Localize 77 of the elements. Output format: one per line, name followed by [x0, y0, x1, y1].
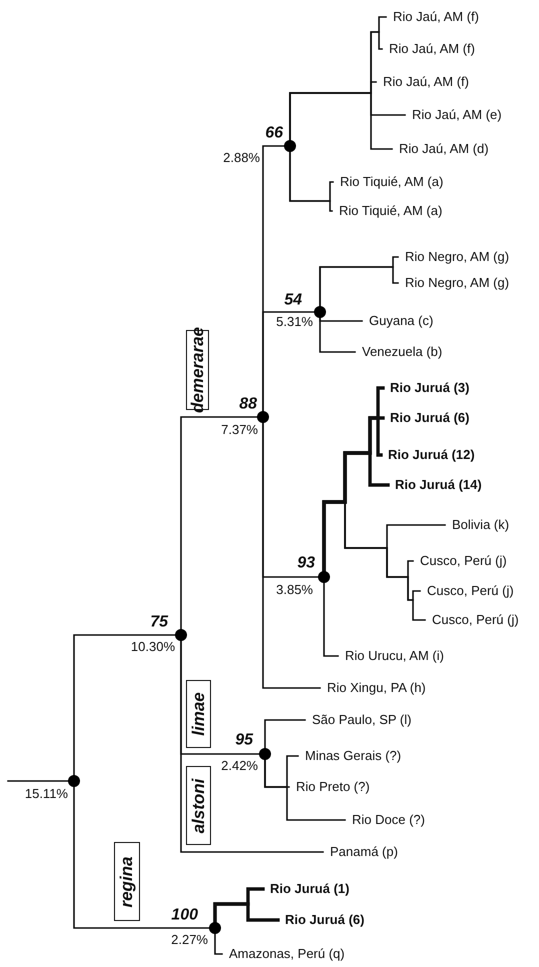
taxon-label: Rio Doce (?)	[345, 812, 425, 828]
clade-label: regina	[118, 856, 136, 908]
taxon-label: Rio Negro, AM (g)	[398, 275, 510, 291]
clade-label: limae	[190, 692, 208, 736]
taxon-label: Rio Juruá (3)	[383, 380, 470, 396]
label-box	[186, 680, 211, 748]
support-value: 88	[239, 396, 257, 412]
taxon-label: Rio Juruá (12)	[381, 447, 475, 463]
tree-branch	[264, 719, 306, 749]
taxon-label: Cusco, Perú (j)	[425, 612, 519, 628]
label-box	[186, 766, 211, 845]
taxon-label: Rio Xingu, PA (h)	[320, 680, 426, 696]
tree-branch	[73, 786, 210, 929]
tree-branch	[213, 902, 280, 924]
taxon-label: Cusco, Perú (j)	[413, 553, 507, 569]
node-dot	[284, 140, 296, 152]
support-value: 95	[235, 732, 253, 748]
node-dot	[175, 629, 187, 641]
tree-branch	[319, 317, 363, 322]
node-dot	[68, 775, 80, 787]
tree-branch	[264, 759, 346, 821]
tree-branch	[180, 416, 258, 630]
taxon-label: Rio Jaú, AM (e)	[405, 107, 502, 123]
tree-branch	[7, 780, 69, 782]
distance-label: 2.42%	[221, 759, 258, 773]
node-dot	[259, 748, 271, 760]
taxon-label: Venezuela (b)	[355, 344, 442, 360]
distance-label: 3.85%	[276, 583, 313, 597]
taxon-label: Rio Jaú, AM (f)	[376, 74, 469, 90]
tree-branch	[262, 311, 315, 412]
distance-label: 7.37%	[221, 423, 258, 437]
taxon-label: Panamá (p)	[323, 844, 398, 860]
tree-branch	[319, 266, 399, 307]
clade-label: alstoni	[190, 778, 208, 833]
taxon-label: Amazonas, Perú (q)	[222, 946, 345, 962]
node-dot	[209, 922, 221, 934]
tree-branch	[214, 933, 223, 955]
taxon-label: Rio Juruá (1)	[263, 881, 350, 897]
taxon-label: Rio Jaú, AM (f)	[386, 9, 479, 25]
distance-label: 2.88%	[223, 151, 260, 165]
taxon-label: Rio Urucu, AM (i)	[338, 648, 444, 664]
support-value: 75	[150, 614, 168, 630]
taxon-label: Rio Jaú, AM (d)	[392, 141, 489, 157]
tree-branch	[262, 422, 321, 689]
taxon-label: Minas Gerais (?)	[298, 748, 402, 764]
node-dot	[314, 306, 326, 318]
taxon-label: Rio Negro, AM (g)	[398, 249, 510, 265]
distance-label: 2.27%	[171, 933, 208, 947]
taxon-label: Bolivia (k)	[445, 517, 510, 533]
node-dot	[318, 571, 330, 583]
taxon-label: Guyana (c)	[362, 313, 434, 329]
support-value: 66	[265, 124, 283, 142]
distance-label: 5.31%	[276, 315, 313, 329]
taxon-label: Rio Preto (?)	[289, 779, 370, 795]
distance-label: 15.11%	[24, 787, 68, 801]
distance-label: 10.30%	[130, 640, 175, 654]
taxon-label: São Paulo, SP (l)	[305, 712, 412, 728]
label-box	[114, 842, 140, 921]
tree-branch	[323, 582, 339, 657]
tree-branch	[180, 640, 324, 853]
taxon-label: Rio Tiquié, AM (a)	[332, 203, 442, 219]
support-value: 54	[284, 292, 302, 308]
support-value: 100	[171, 906, 198, 924]
taxon-label: Rio Juruá (6)	[278, 912, 364, 928]
taxon-label: Rio Jaú, AM (f)	[382, 41, 475, 57]
taxon-label: Rio Juruá (6)	[383, 410, 470, 426]
taxon-label: Rio Tiquié, AM (a)	[333, 174, 444, 190]
tree-branch	[289, 151, 333, 212]
tree-branch	[73, 634, 176, 776]
tree-branch	[322, 451, 390, 573]
tree-branch	[319, 317, 356, 353]
clade-label: demerarae	[188, 327, 206, 413]
node-dot	[257, 411, 269, 423]
taxon-label: Cusco, Perú (j)	[420, 583, 514, 599]
taxon-label: Rio Juruá (14)	[388, 477, 482, 493]
support-value: 93	[297, 554, 315, 572]
tree-branch	[289, 92, 393, 150]
